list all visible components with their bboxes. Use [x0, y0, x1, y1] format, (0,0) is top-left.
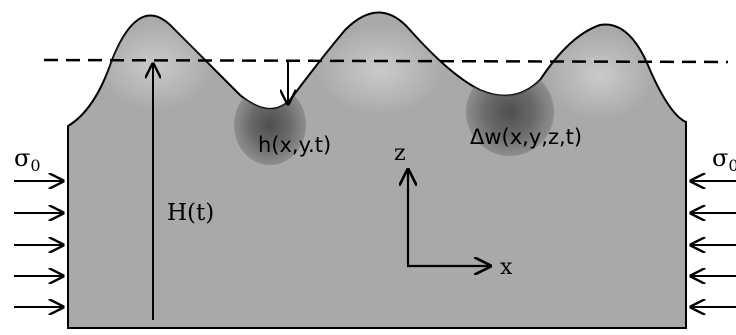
- perturbation-label: Δw(x,y,z,t): [470, 125, 582, 149]
- right-stress-arrows: [691, 181, 736, 307]
- stress-label-left: σ0: [14, 144, 41, 175]
- surface-height-label: h(x,y.t): [258, 133, 331, 157]
- film-thickness-label: H(t): [167, 200, 214, 226]
- z-axis-label: z: [394, 141, 406, 166]
- left-stress-arrows: [14, 181, 63, 307]
- stress-label-right: σ0: [712, 144, 736, 175]
- x-axis-label: x: [500, 255, 513, 280]
- peak-highlight-2: [315, 25, 445, 115]
- peak-highlight-1: [95, 20, 215, 110]
- mean-surface-dashed-line: [43, 58, 729, 64]
- peak-highlight-3: [545, 30, 655, 120]
